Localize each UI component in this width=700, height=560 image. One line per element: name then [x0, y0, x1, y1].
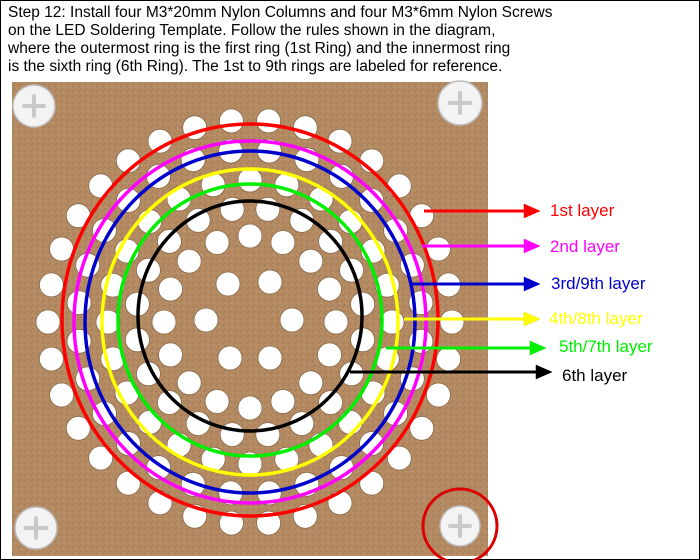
led-hole [256, 108, 282, 134]
led-hole [237, 395, 263, 421]
led-hole [218, 108, 244, 134]
nylon-screw-bottom-right[interactable] [439, 505, 481, 547]
instruction-line-1: Step 12: Install four M3*20mm Nylon Colu… [8, 4, 553, 21]
instruction-text: Step 12: Install four M3*20mm Nylon Colu… [8, 4, 688, 76]
layer-label: 4th/8th layer [549, 309, 643, 328]
led-hole [204, 230, 230, 255]
led-hole [386, 445, 412, 471]
cross-slot [24, 516, 48, 540]
led-hole [327, 490, 353, 516]
layer-label: 2nd layer [550, 237, 620, 256]
led-hole [298, 370, 324, 396]
led-hole [270, 389, 296, 414]
led-hole [65, 415, 91, 441]
layer-labels: 1st layer 2nd layer 3rd/9th layer 4th/8th l… [549, 201, 653, 385]
led-hole [439, 309, 465, 335]
layer-arrow-head [523, 238, 541, 254]
layer-ring [116, 182, 384, 458]
layer-label: 3rd/9th layer [551, 274, 646, 293]
led-hole [137, 409, 163, 435]
led-hole [88, 173, 114, 199]
layer-arrow-head [535, 364, 553, 380]
led-hole [49, 236, 74, 262]
layer-rings [60, 122, 440, 518]
layer-label: 6th layer [562, 366, 628, 385]
led-hole [156, 390, 182, 416]
layer-ring [72, 139, 428, 505]
led-hole [270, 230, 296, 255]
led-hole [386, 173, 412, 199]
layer-arrow-head [529, 340, 547, 356]
led-hole [35, 309, 61, 335]
nylon-screw-top-left[interactable] [12, 84, 56, 128]
cross-slot [448, 91, 472, 115]
led-hole [359, 187, 385, 213]
led-hole [176, 370, 202, 396]
led-hole [409, 415, 435, 441]
instruction-line-2: on the LED Soldering Template. Follow th… [8, 22, 496, 39]
led-hole [115, 187, 141, 213]
highlight-circle-icon [421, 487, 499, 560]
layer-ring [136, 199, 364, 433]
led-hole [217, 345, 243, 371]
led-hole [337, 409, 363, 435]
led-hole [215, 271, 241, 297]
led-hole [156, 228, 182, 254]
led-hole [298, 248, 324, 274]
led-hole [425, 236, 451, 262]
led-hole [359, 431, 385, 457]
led-hole [317, 276, 342, 302]
layer-ring [100, 167, 400, 477]
nylon-screw-bottom-left[interactable] [14, 506, 58, 550]
led-hole [158, 342, 183, 368]
led-hole [158, 276, 183, 302]
led-hole [147, 490, 173, 516]
led-hole [318, 228, 344, 254]
led-hole [193, 307, 219, 333]
instruction-line-3: where the outermost ring is the first ri… [8, 40, 511, 57]
led-hole [257, 345, 283, 371]
led-hole [237, 223, 263, 249]
led-hole [425, 382, 451, 408]
led-hole [237, 167, 263, 193]
led-hole [318, 390, 344, 416]
led-hole [317, 342, 342, 368]
led-hole [39, 272, 64, 298]
led-hole [279, 307, 305, 333]
led-hole [115, 431, 141, 457]
cross-slot [22, 94, 46, 118]
led-hole [257, 269, 283, 295]
instruction-line-4: is the sixth ring (6th Ring). The 1st to… [8, 58, 503, 75]
layer-arrows [350, 203, 553, 380]
led-hole [39, 346, 64, 372]
led-hole [204, 389, 230, 414]
cross-slot [448, 514, 472, 538]
layer-label: 1st layer [550, 201, 615, 220]
nylon-screw-top-right[interactable] [437, 80, 483, 126]
led-hole [49, 382, 74, 408]
led-hole [176, 248, 202, 274]
led-hole [436, 346, 462, 372]
layer-arrow-head [523, 203, 541, 219]
layer-arrow-head [523, 311, 541, 327]
led-hole [88, 445, 114, 471]
led-hole [151, 309, 177, 335]
layer-ring [83, 149, 417, 495]
layer-label: 5th/7th layer [559, 337, 653, 356]
led-hole [323, 309, 349, 335]
layer-arrow-head [523, 276, 541, 292]
